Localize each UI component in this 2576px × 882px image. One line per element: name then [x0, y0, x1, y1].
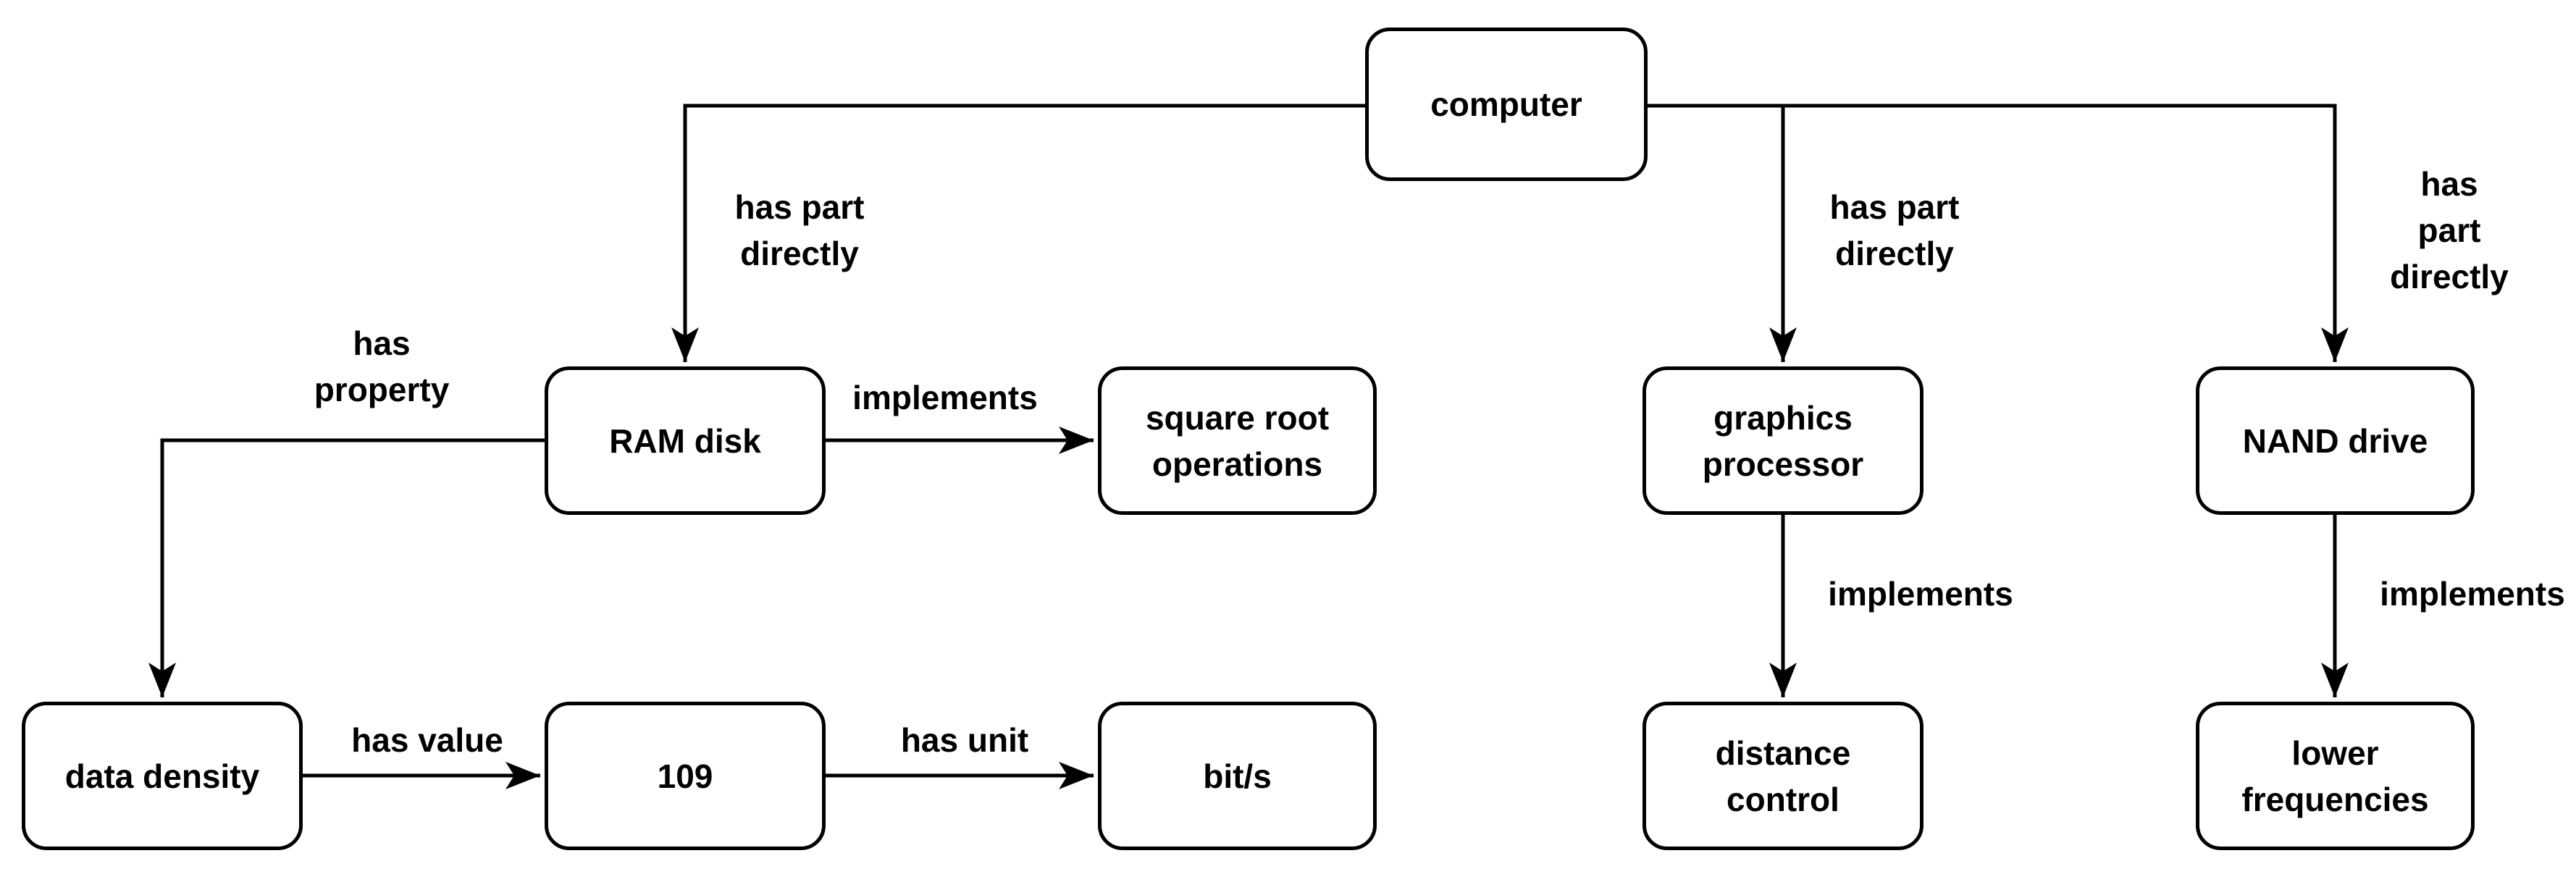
node-graphics-processor: graphics processor — [1642, 366, 1923, 515]
edge-label-graphics-processor-distance-control: implements — [1828, 571, 2013, 617]
node-label-lower-frequencies: lower frequencies — [2241, 734, 2429, 818]
node-label-data-density: data density — [64, 757, 260, 795]
node-square-root-operations: square root operations — [1098, 366, 1377, 515]
edge-label-ram-disk-data-density: has property — [314, 320, 450, 413]
edge-label-computer-graphics-processor: has part directly — [1829, 184, 1960, 277]
edge-label-computer-nand-drive: has part directly — [2386, 161, 2513, 300]
node-label-graphics-processor: graphics processor — [1702, 398, 1864, 483]
edge-ram-disk-data-density — [148, 438, 545, 697]
edge-label-computer-ram-disk: has part directly — [734, 184, 865, 277]
node-computer: computer — [1365, 28, 1648, 181]
node-label-distance-control: distance control — [1715, 734, 1851, 818]
node-label-computer: computer — [1430, 85, 1582, 123]
edge-label-value-109-bit-per-s: has unit — [900, 717, 1029, 763]
edge-computer-graphics-processor — [1648, 104, 1797, 362]
node-lower-frequencies: lower frequencies — [2196, 702, 2475, 850]
node-data-density: data density — [22, 702, 303, 850]
node-label-nand-drive: NAND drive — [2242, 421, 2428, 460]
node-label-square-root-operations: square root operations — [1145, 398, 1330, 483]
node-distance-control: distance control — [1642, 702, 1923, 850]
edge-computer-ram-disk — [671, 104, 1365, 362]
edge-label-data-density-value-109: has value — [351, 717, 503, 763]
node-bit-per-s: bit/s — [1098, 702, 1377, 850]
node-label-ram-disk: RAM disk — [609, 421, 761, 460]
node-ram-disk: RAM disk — [545, 366, 826, 515]
edge-label-nand-drive-lower-frequencies: implements — [2380, 571, 2565, 617]
edge-label-ram-disk-square-root-operations: implements — [852, 374, 1038, 421]
node-value-109: 109 — [545, 702, 826, 850]
node-label-bit-per-s: bit/s — [1203, 757, 1272, 795]
edge-computer-nand-drive — [1648, 104, 2349, 362]
node-label-value-109: 109 — [657, 757, 713, 795]
node-nand-drive: NAND drive — [2196, 366, 2475, 515]
